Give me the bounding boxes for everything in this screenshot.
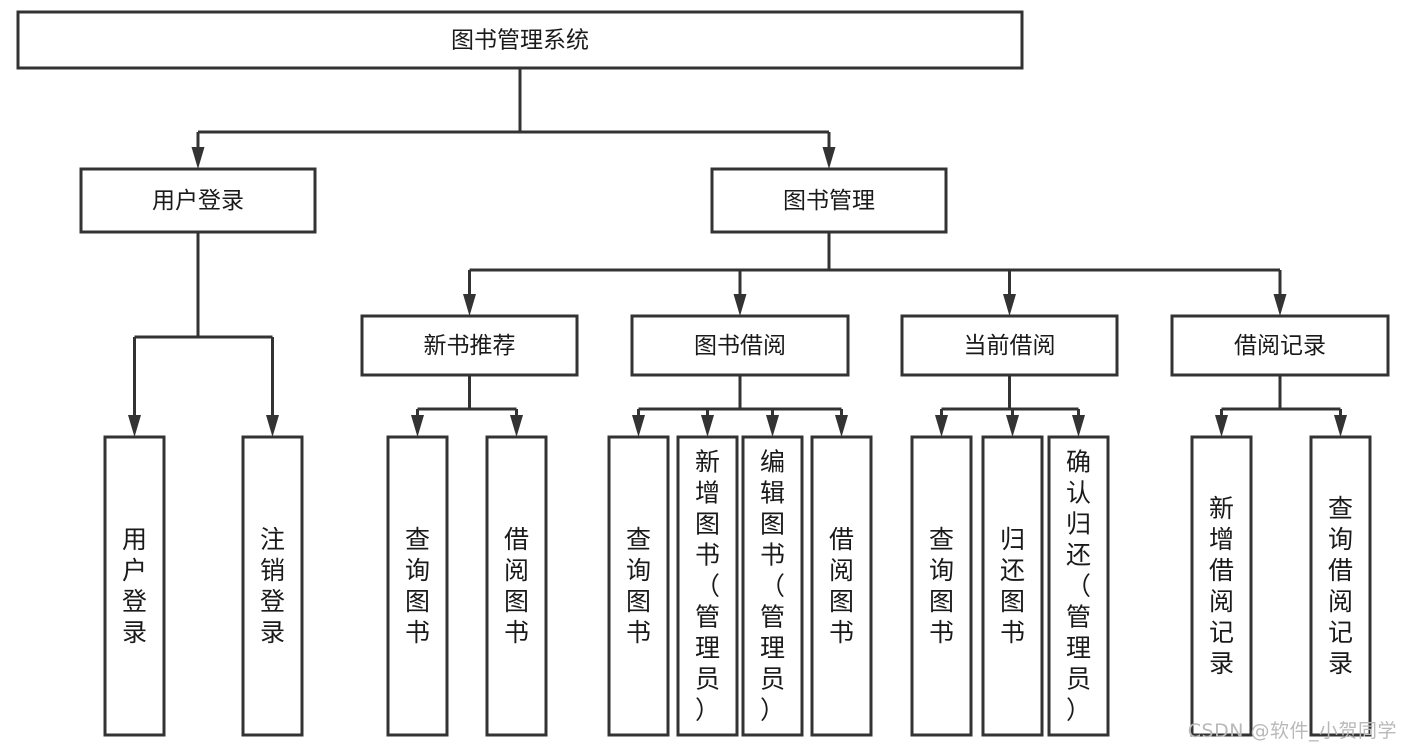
arrow-head-icon bbox=[822, 147, 836, 169]
node-label: 当前借阅 bbox=[964, 333, 1056, 359]
node-注销登录[interactable]: 注销登录 bbox=[241, 435, 304, 737]
node-label: 新增图书（管理员） bbox=[695, 448, 720, 725]
watermark-text: CSDN @软件_小贺同学 bbox=[1187, 720, 1397, 742]
node-box-level3[interactable] bbox=[360, 314, 579, 377]
arrow-head-icon bbox=[766, 415, 779, 437]
node-label: 借阅图书 bbox=[829, 525, 854, 647]
node-新增图书管理员[interactable]: 新增图书（管理员） bbox=[676, 435, 739, 737]
node-box-leaf[interactable] bbox=[607, 435, 670, 737]
connector-group bbox=[463, 232, 1287, 316]
node-box-level3[interactable] bbox=[900, 314, 1119, 377]
node-查询图书[interactable]: 查询图书 bbox=[910, 435, 973, 737]
node-借阅图书[interactable]: 借阅图书 bbox=[485, 435, 548, 737]
arrow-head-icon bbox=[733, 294, 747, 316]
node-新书推荐[interactable]: 新书推荐 bbox=[360, 314, 579, 377]
node-box-root[interactable] bbox=[16, 10, 1024, 70]
node-box-leaf[interactable] bbox=[386, 435, 449, 737]
node-box-leaf[interactable] bbox=[910, 435, 973, 737]
node-查询图书[interactable]: 查询图书 bbox=[386, 435, 449, 737]
node-label: 用户登录 bbox=[122, 525, 147, 647]
node-查询图书[interactable]: 查询图书 bbox=[607, 435, 670, 737]
node-label: 图书管理 bbox=[783, 188, 875, 214]
node-label: 借阅图书 bbox=[504, 525, 529, 647]
node-label: 新书推荐 bbox=[424, 333, 516, 359]
arrow-head-icon bbox=[463, 294, 476, 316]
connector-group bbox=[632, 375, 848, 437]
node-label: 注销登录 bbox=[260, 525, 285, 647]
node-借阅记录[interactable]: 借阅记录 bbox=[1170, 314, 1390, 377]
arrow-head-icon bbox=[1215, 415, 1228, 437]
node-用户登录[interactable]: 用户登录 bbox=[103, 435, 166, 737]
node-box-leaf[interactable] bbox=[1190, 435, 1253, 737]
arrow-head-icon bbox=[128, 415, 141, 437]
node-box-leaf[interactable] bbox=[241, 435, 304, 737]
arrow-head-icon bbox=[191, 147, 205, 169]
connector-group bbox=[191, 68, 836, 169]
node-box-leaf[interactable] bbox=[1309, 435, 1372, 737]
node-box-level2[interactable] bbox=[710, 167, 948, 234]
node-box-leaf[interactable] bbox=[676, 435, 739, 737]
connector-group bbox=[411, 375, 523, 437]
arrow-head-icon bbox=[266, 415, 279, 437]
connector-group bbox=[1215, 375, 1347, 437]
node-box-level2[interactable] bbox=[79, 167, 317, 234]
node-box-leaf[interactable] bbox=[103, 435, 166, 737]
node-box-level3[interactable] bbox=[1170, 314, 1390, 377]
node-借阅图书[interactable]: 借阅图书 bbox=[810, 435, 873, 737]
node-label: 归还图书 bbox=[1000, 525, 1025, 647]
node-编辑图书管理员[interactable]: 编辑图书（管理员） bbox=[741, 435, 804, 737]
arrow-head-icon bbox=[1003, 294, 1016, 316]
node-当前借阅[interactable]: 当前借阅 bbox=[900, 314, 1119, 377]
node-图书管理系统[interactable]: 图书管理系统 bbox=[16, 10, 1024, 70]
node-box-leaf[interactable] bbox=[981, 435, 1044, 737]
node-label: 查询图书 bbox=[626, 525, 651, 647]
node-label: 新增借阅记录 bbox=[1209, 494, 1234, 678]
node-用户登录[interactable]: 用户登录 bbox=[79, 167, 317, 234]
arrow-head-icon bbox=[632, 415, 645, 437]
arrow-head-icon bbox=[835, 415, 848, 437]
arrow-head-icon bbox=[411, 415, 424, 437]
node-label: 查询借阅记录 bbox=[1328, 494, 1353, 678]
node-box-leaf[interactable] bbox=[485, 435, 548, 737]
node-查询借阅记录[interactable]: 查询借阅记录 bbox=[1309, 435, 1372, 737]
arrow-head-icon bbox=[510, 415, 523, 437]
node-label: 编辑图书（管理员） bbox=[760, 448, 785, 725]
node-label: 确认归还（管理员） bbox=[1066, 448, 1091, 725]
arrow-head-icon bbox=[1273, 294, 1287, 316]
node-box-leaf[interactable] bbox=[810, 435, 873, 737]
node-label: 查询图书 bbox=[405, 525, 430, 647]
arrow-head-icon bbox=[1006, 415, 1019, 437]
arrow-head-icon bbox=[1072, 415, 1085, 437]
node-box-leaf[interactable] bbox=[741, 435, 804, 737]
node-label: 用户登录 bbox=[152, 188, 244, 214]
node-新增借阅记录[interactable]: 新增借阅记录 bbox=[1190, 435, 1253, 737]
arrow-head-icon bbox=[701, 415, 714, 437]
node-图书借阅[interactable]: 图书借阅 bbox=[630, 314, 850, 377]
node-label: 图书借阅 bbox=[694, 333, 786, 359]
node-确认归还管理员[interactable]: 确认归还（管理员） bbox=[1047, 435, 1110, 737]
node-图书管理[interactable]: 图书管理 bbox=[710, 167, 948, 234]
node-label: 图书管理系统 bbox=[451, 28, 589, 54]
node-label: 借阅记录 bbox=[1234, 333, 1326, 359]
node-box-level3[interactable] bbox=[630, 314, 850, 377]
node-box-leaf[interactable] bbox=[1047, 435, 1110, 737]
connector-group bbox=[128, 232, 279, 437]
arrow-head-icon bbox=[1334, 415, 1347, 437]
connector-group bbox=[935, 375, 1085, 437]
node-归还图书[interactable]: 归还图书 bbox=[981, 435, 1044, 737]
node-label: 查询图书 bbox=[929, 525, 954, 647]
arrow-head-icon bbox=[935, 415, 948, 437]
